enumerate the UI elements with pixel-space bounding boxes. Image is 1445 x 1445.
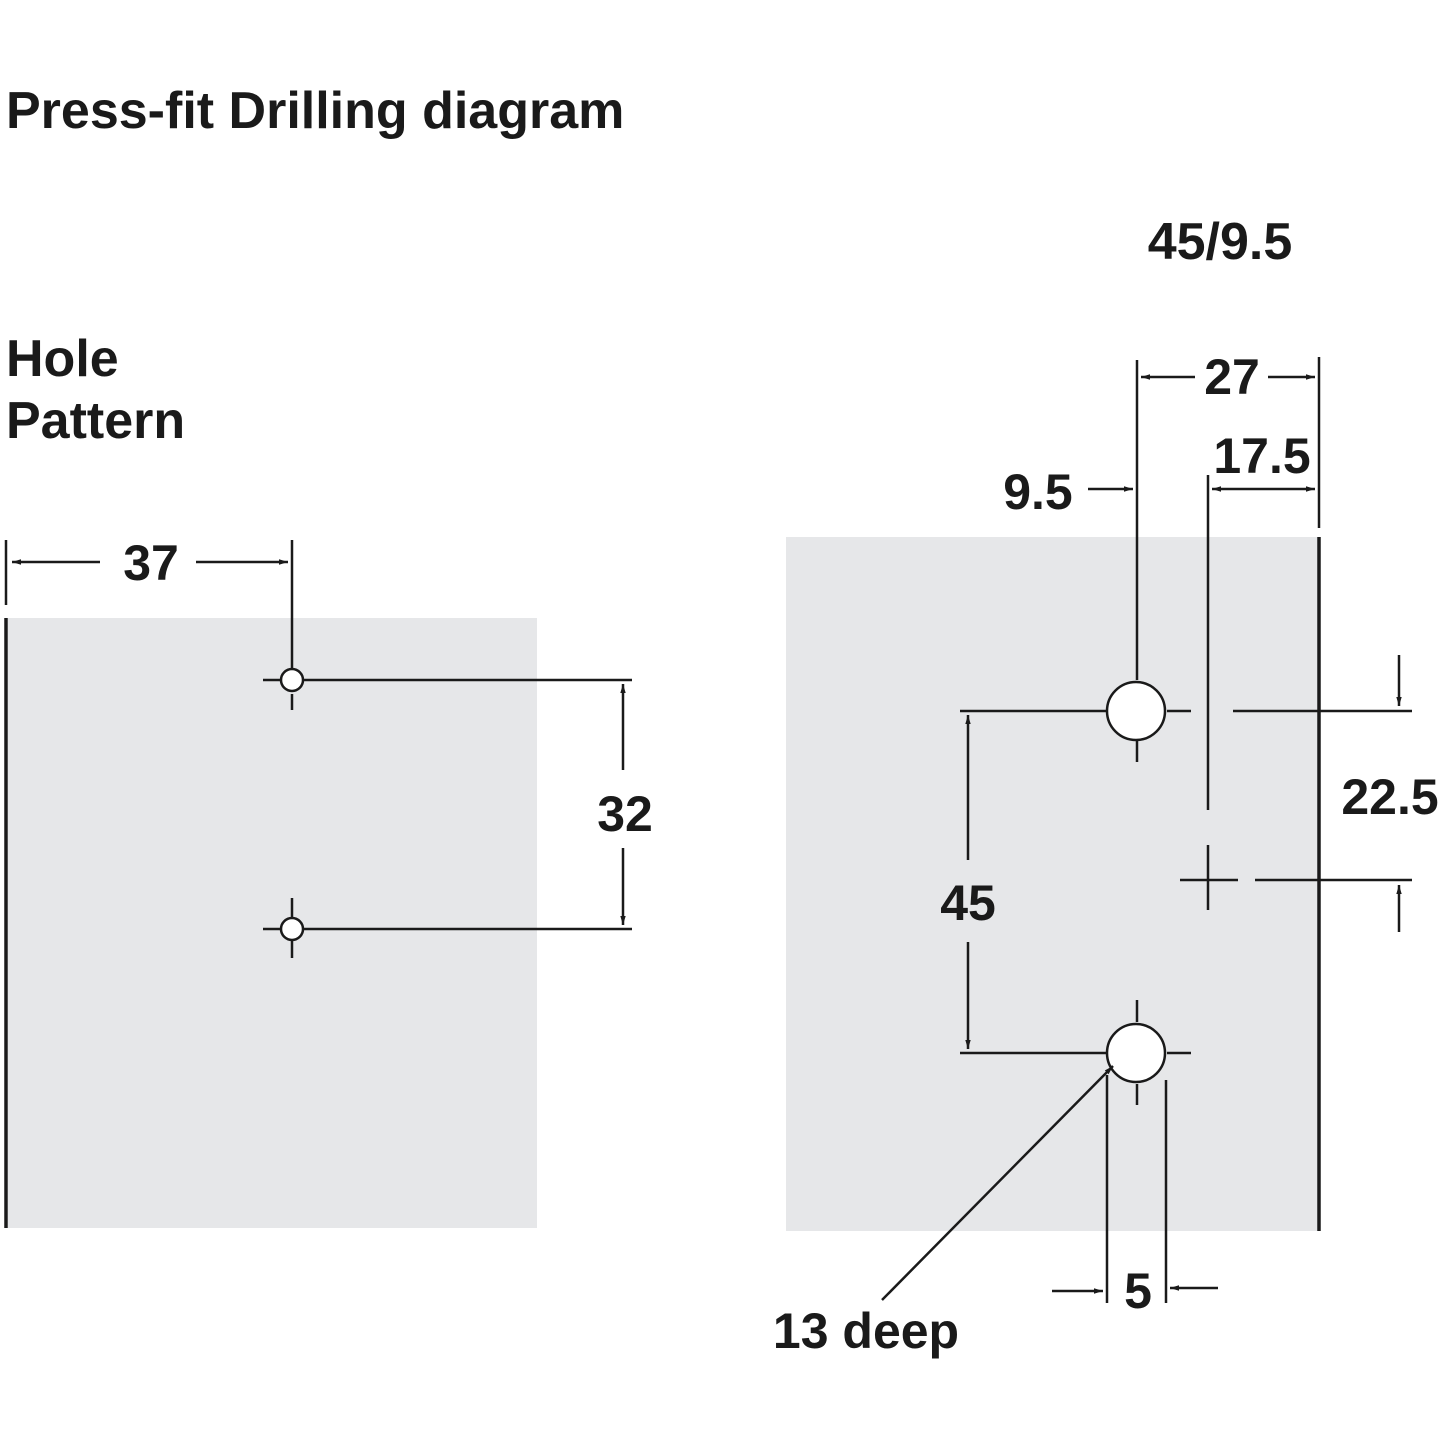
dim-22-5-label: 22.5: [1341, 769, 1438, 825]
press-fit-view: 45/9.5 27 17.5 9.5 22.5: [773, 213, 1439, 1359]
top-hole-icon: [279, 667, 305, 693]
dim-37-label: 37: [123, 535, 179, 591]
hole-pattern-heading-line1: Hole: [6, 330, 119, 388]
dim-27-label: 27: [1204, 349, 1260, 405]
depth-leader: [881, 1065, 1114, 1301]
dim-5-label: 5: [1124, 1263, 1152, 1319]
dim-32-label: 32: [597, 786, 653, 842]
right-panel-surface: [786, 537, 1318, 1231]
left-panel-surface: [8, 618, 537, 1228]
hole-pattern-view: Hole Pattern 37 32: [4, 330, 653, 1228]
dim-17-5-label: 17.5: [1213, 428, 1310, 484]
top-bore-icon: [1105, 680, 1167, 742]
hole-pattern-heading-line2: Pattern: [6, 392, 185, 450]
diagram-title: Press-fit Drilling diagram: [6, 82, 624, 140]
bottom-bore-icon: [1105, 1022, 1167, 1084]
depth-note-label: 13 deep: [773, 1303, 959, 1359]
press-fit-heading: 45/9.5: [1148, 213, 1293, 271]
bottom-hole-icon: [279, 916, 305, 942]
dim-45-label: 45: [940, 875, 996, 931]
dim-9-5-label: 9.5: [1003, 464, 1073, 520]
